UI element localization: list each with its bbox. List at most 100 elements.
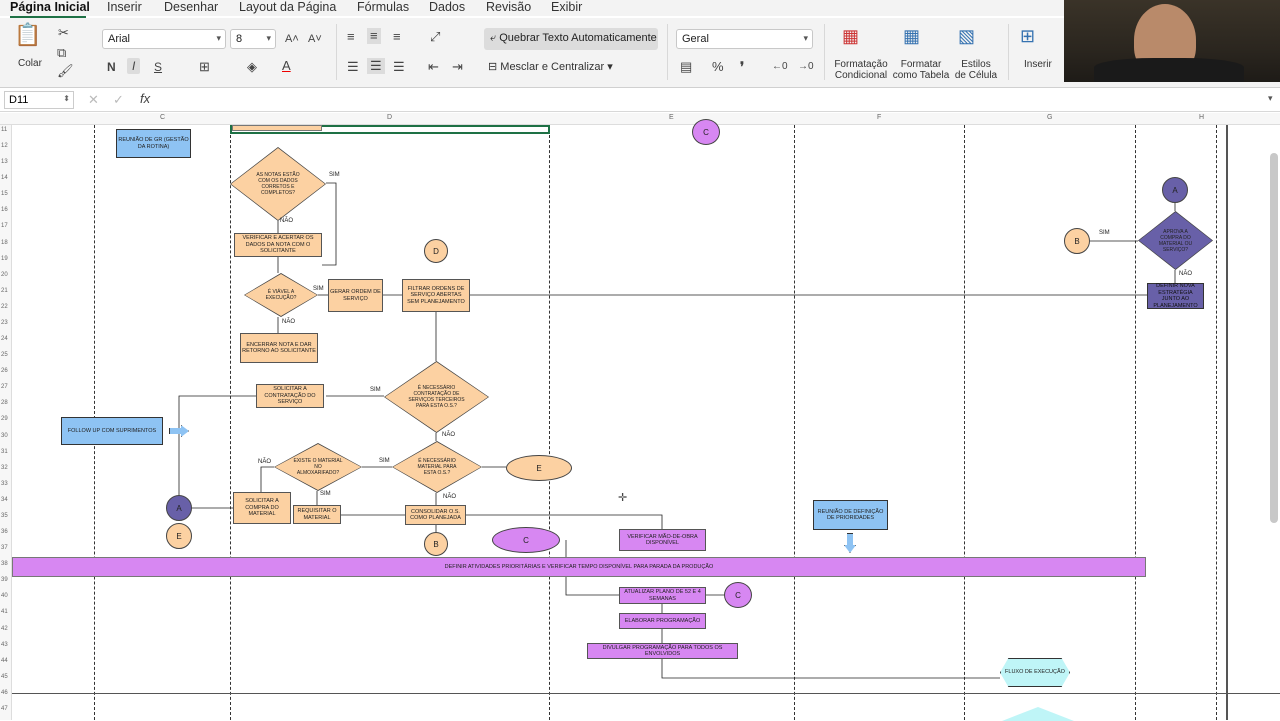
underline-button[interactable]: S [154, 60, 163, 74]
row-number[interactable]: 37 [1, 545, 8, 552]
cell-styles-icon[interactable]: ▧ [958, 26, 976, 46]
row-number[interactable]: 43 [1, 641, 8, 648]
row-number[interactable]: 11 [1, 127, 8, 133]
row-number[interactable]: 35 [1, 512, 8, 519]
percent-button[interactable]: % [712, 59, 724, 74]
tab-desenhar[interactable]: Desenhar [164, 0, 219, 14]
format-table-icon[interactable]: ▦ [903, 26, 921, 46]
column-c[interactable]: C [160, 114, 166, 121]
row-number[interactable]: 14 [1, 175, 8, 182]
tab-dados[interactable]: Dados [429, 0, 466, 14]
conditional-format-icon[interactable]: ▦ [842, 26, 860, 46]
cancel-icon[interactable]: ✕ [88, 92, 99, 107]
row-number[interactable]: 30 [1, 432, 8, 439]
increase-font-icon[interactable]: A˄ [285, 33, 299, 45]
vertical-scrollbar[interactable] [1270, 153, 1278, 523]
paste-icon[interactable]: 📋 [14, 22, 42, 47]
bold-button[interactable]: N [107, 60, 116, 74]
row-number[interactable]: 27 [1, 384, 8, 391]
row-number[interactable]: 45 [1, 673, 8, 680]
row-number[interactable]: 40 [1, 593, 8, 600]
font-size-select[interactable]: 8 ▾ [230, 29, 276, 49]
chevron-down-icon[interactable]: ▾ [1268, 93, 1273, 103]
tab-layout-pagina[interactable]: Layout da Página [239, 0, 337, 14]
cut-icon[interactable]: ✂ [58, 25, 69, 40]
format-painter-icon[interactable]: 🖌 [57, 63, 74, 78]
row-number[interactable]: 26 [1, 368, 8, 375]
align-left-icon[interactable]: ☰ [347, 59, 359, 74]
align-bottom-icon[interactable]: ≡ [393, 29, 401, 44]
row-number[interactable]: 38 [1, 561, 8, 568]
insert-button[interactable]: Inserir [1024, 59, 1052, 70]
row-number[interactable]: 24 [1, 336, 8, 343]
row-number[interactable]: 19 [1, 255, 8, 262]
row-number[interactable]: 32 [1, 464, 8, 471]
align-top-icon[interactable]: ≡ [347, 29, 355, 44]
borders-icon[interactable]: ⊞ [199, 59, 210, 74]
accounting-icon[interactable]: ▤ [680, 59, 693, 74]
row-number[interactable]: 31 [1, 448, 8, 455]
confirm-icon[interactable]: ✓ [113, 92, 124, 107]
wrap-text-button[interactable]: ⤶ Quebrar Texto Automaticamente [484, 28, 658, 50]
row-number[interactable]: 34 [1, 496, 8, 503]
tab-formulas[interactable]: Fórmulas [357, 0, 410, 14]
align-center-icon[interactable]: ☰ [367, 58, 385, 74]
orientation-icon[interactable]: ⤢ [430, 29, 441, 44]
row-number[interactable]: 16 [1, 207, 8, 214]
row-number[interactable]: 22 [1, 303, 8, 310]
fill-color-icon[interactable]: ◈ [247, 59, 257, 74]
spreadsheet-grid[interactable]: REUNIÃO DE GR (GESTÃO DA ROTINA) AS NOTA… [12, 119, 1280, 721]
comma-style-icon[interactable]: ❜ [740, 59, 745, 74]
formula-input[interactable] [165, 91, 1265, 109]
tab-exibir[interactable]: Exibir [551, 0, 583, 14]
row-number[interactable]: 29 [1, 416, 8, 423]
row-number[interactable]: 41 [1, 609, 8, 616]
row-number[interactable]: 46 [1, 689, 8, 696]
row-number[interactable]: 20 [1, 271, 8, 278]
decrease-indent-icon[interactable]: ⇤ [428, 59, 439, 74]
align-right-icon[interactable]: ☰ [393, 59, 405, 74]
column-d[interactable]: D [387, 114, 393, 121]
number-format-select[interactable]: Geral ▾ [676, 29, 813, 49]
column-e[interactable]: E [669, 114, 674, 121]
cell-styles-button[interactable]: Estilos de Célula [952, 59, 1000, 81]
column-h[interactable]: H [1199, 114, 1205, 121]
decrease-decimal-icon[interactable]: →0 [798, 61, 814, 72]
font-name-select[interactable]: Arial ▾ [102, 29, 226, 49]
row-number[interactable]: 47 [1, 705, 8, 712]
column-f[interactable]: F [877, 114, 882, 121]
row-number[interactable]: 17 [1, 223, 8, 230]
column-g[interactable]: G [1047, 114, 1053, 121]
row-number[interactable]: 44 [1, 657, 8, 664]
row-number[interactable]: 33 [1, 480, 8, 487]
function-button[interactable]: fx [140, 91, 151, 106]
merge-center-button[interactable]: ⊟ Mesclar e Centralizar ▾ [488, 61, 613, 73]
italic-button[interactable]: I [127, 58, 141, 74]
insert-cells-icon[interactable]: ⊞ [1020, 26, 1036, 46]
row-number[interactable]: 42 [1, 625, 8, 632]
tab-inserir[interactable]: Inserir [107, 0, 142, 14]
selected-cell-d11[interactable] [230, 125, 550, 134]
row-number[interactable]: 21 [1, 287, 8, 294]
paste-button[interactable]: Colar [18, 58, 42, 69]
decrease-font-icon[interactable]: A˅ [308, 33, 322, 45]
tab-pagina-inicial[interactable]: Página Inicial [10, 0, 90, 14]
row-number[interactable]: 39 [1, 577, 8, 584]
conditional-format-button[interactable]: Formatação Condicional [834, 59, 888, 81]
tab-revisao[interactable]: Revisão [486, 0, 532, 14]
increase-indent-icon[interactable]: ⇥ [452, 59, 463, 74]
row-number[interactable]: 15 [1, 191, 8, 198]
row-number[interactable]: 13 [1, 159, 8, 166]
row-number[interactable]: 25 [1, 352, 8, 359]
row-number[interactable]: 12 [1, 143, 8, 150]
align-middle-icon[interactable]: ≡ [367, 28, 381, 44]
name-box[interactable]: D11 ⬍ [4, 91, 74, 109]
format-table-button[interactable]: Formatar como Tabela [892, 59, 950, 81]
row-number[interactable]: 23 [1, 319, 8, 326]
row-number[interactable]: 28 [1, 400, 8, 407]
font-color-icon[interactable]: A [282, 58, 291, 73]
row-number[interactable]: 36 [1, 529, 8, 536]
row-number[interactable]: 18 [1, 239, 8, 246]
copy-icon[interactable]: ⧉ [57, 45, 67, 60]
increase-decimal-icon[interactable]: ←0 [772, 61, 788, 72]
